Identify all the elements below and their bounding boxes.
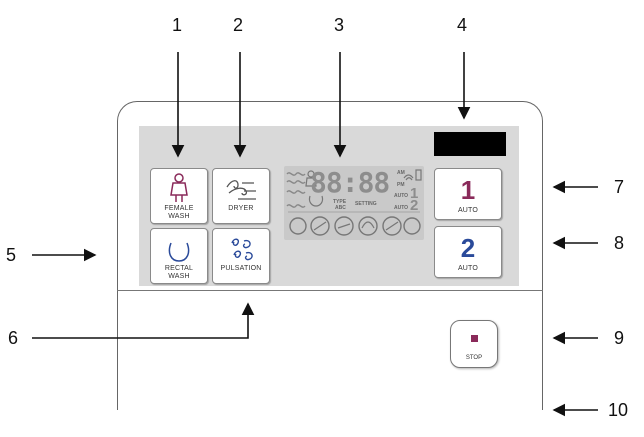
- pulsation-label: PULSATION: [220, 265, 262, 272]
- auto-1-label: AUTO: [457, 207, 479, 214]
- dryer-button[interactable]: DRYER: [212, 168, 270, 224]
- lcd-display: 88:88 AM PM TYPE ABC SETTING AUTO AUTO 1…: [284, 166, 424, 240]
- callout-8: 8: [614, 233, 625, 253]
- remote-divider: [117, 290, 543, 291]
- stop-button[interactable]: STOP: [450, 320, 498, 368]
- female-wash-button[interactable]: FEMALE WASH: [150, 168, 208, 224]
- lcd-auto-2: AUTO: [394, 205, 409, 211]
- callout-4: 4: [457, 15, 468, 35]
- callout-line-6: [32, 302, 255, 339]
- lcd-num-2: 2: [410, 197, 419, 214]
- female-wash-label: FEMALE WASH: [164, 205, 194, 220]
- callout-2: 2: [233, 15, 244, 35]
- female-icon: [151, 169, 207, 203]
- rectal-wash-button[interactable]: RECTAL WASH: [150, 228, 208, 284]
- callout-5: 5: [6, 245, 17, 265]
- lcd-am: AM: [397, 170, 405, 176]
- auto-1-number: 1: [460, 175, 476, 205]
- stop-icon: [471, 335, 478, 342]
- stop-label: STOP: [465, 355, 483, 361]
- dryer-icon: [213, 169, 269, 203]
- lcd-type: TYPE: [333, 199, 347, 205]
- callout-1: 1: [172, 15, 183, 35]
- callout-6: 6: [8, 328, 19, 348]
- pulsation-icon: [213, 229, 269, 263]
- pulsation-button[interactable]: PULSATION: [212, 228, 270, 284]
- auto-1-button[interactable]: 1 AUTO: [434, 168, 502, 220]
- callout-7: 7: [614, 177, 625, 197]
- lcd-segments: [286, 169, 422, 236]
- lcd-abc: ABC: [335, 205, 346, 211]
- lcd-digits: 88:88: [310, 166, 390, 199]
- lcd-num-1: 1: [410, 185, 419, 202]
- auto-2-number: 2: [460, 233, 476, 263]
- rectal-wash-label: RECTAL WASH: [164, 265, 194, 280]
- black-indicator-window: [434, 132, 506, 156]
- callout-9: 9: [614, 328, 625, 348]
- dryer-label: DRYER: [228, 205, 254, 212]
- callout-3: 3: [334, 15, 345, 35]
- auto-2-button[interactable]: 2 AUTO: [434, 226, 502, 278]
- lcd-setting: SETTING: [355, 201, 377, 207]
- callout-10: 10: [608, 400, 629, 420]
- rectal-icon: [151, 229, 207, 263]
- lcd-pm: PM: [397, 182, 405, 188]
- lcd-auto-1: AUTO: [394, 193, 409, 199]
- auto-2-label: AUTO: [457, 265, 479, 272]
